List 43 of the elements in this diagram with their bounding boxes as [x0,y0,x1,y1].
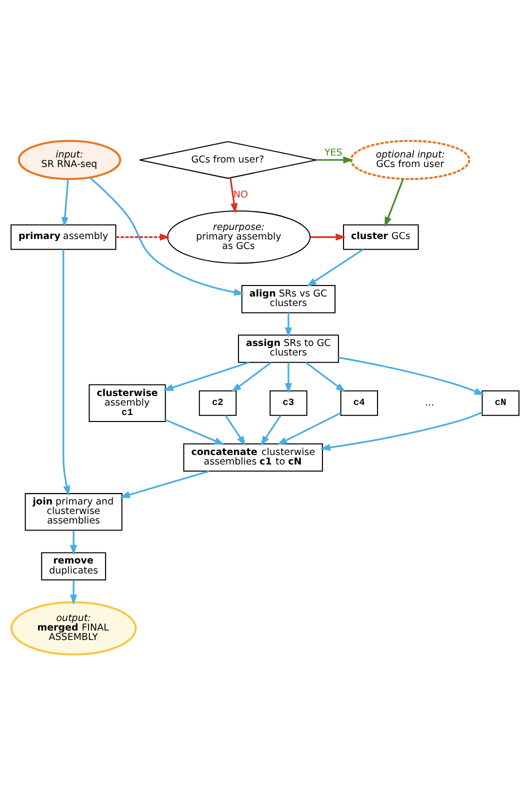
arrow [70,580,78,605]
node-box: align SRs vs GC clusters [241,285,336,314]
arrow [306,248,364,287]
node-ellipse: input: SR RNA-seq [18,140,122,180]
arrow [231,362,272,392]
node-box: join primary and clusterwise assemblies [24,493,122,531]
node-box: remove duplicates [41,552,106,580]
arrow [305,362,346,392]
arrow [61,179,69,228]
node-ellipse: repurpose: primary assembly as GCs [167,210,311,264]
node-box: concatenate clusterwise assemblies c1 to cN [183,443,323,472]
arrow [310,234,346,241]
arrow [163,362,250,391]
node-box: cluster GCs [343,224,419,250]
arrow [284,362,292,394]
arrow [284,312,292,338]
arrow [338,356,485,396]
arrow [320,412,482,451]
node-diamond: GCs from user? [139,141,317,179]
arrow [276,412,342,445]
node-box: c4 [340,390,378,416]
arrow [260,415,282,446]
arrow [89,176,244,296]
arrow [230,178,238,214]
edge-label: YES [324,147,342,158]
node-box: primary assembly [10,224,116,250]
arrow [62,249,70,496]
edge-label: NO [233,190,248,201]
node-box: c3 [270,390,308,416]
arrow [384,178,404,228]
arrow [116,234,170,241]
label: ... [425,398,434,409]
arrow [70,530,78,556]
node-box: c2 [198,390,237,416]
node-ellipse: optional input: GCs from user [350,140,470,180]
node-box: cN [482,390,520,416]
arrow [120,470,210,498]
arrow [224,415,246,446]
node-box: assign SRs to GC clusters [238,334,339,363]
node-box: clusterwise assembly c1 [88,384,166,422]
arrow [165,419,225,445]
arrow [316,156,354,164]
node-ellipse: output: merged FINAL ASSEMBLY [10,601,137,656]
